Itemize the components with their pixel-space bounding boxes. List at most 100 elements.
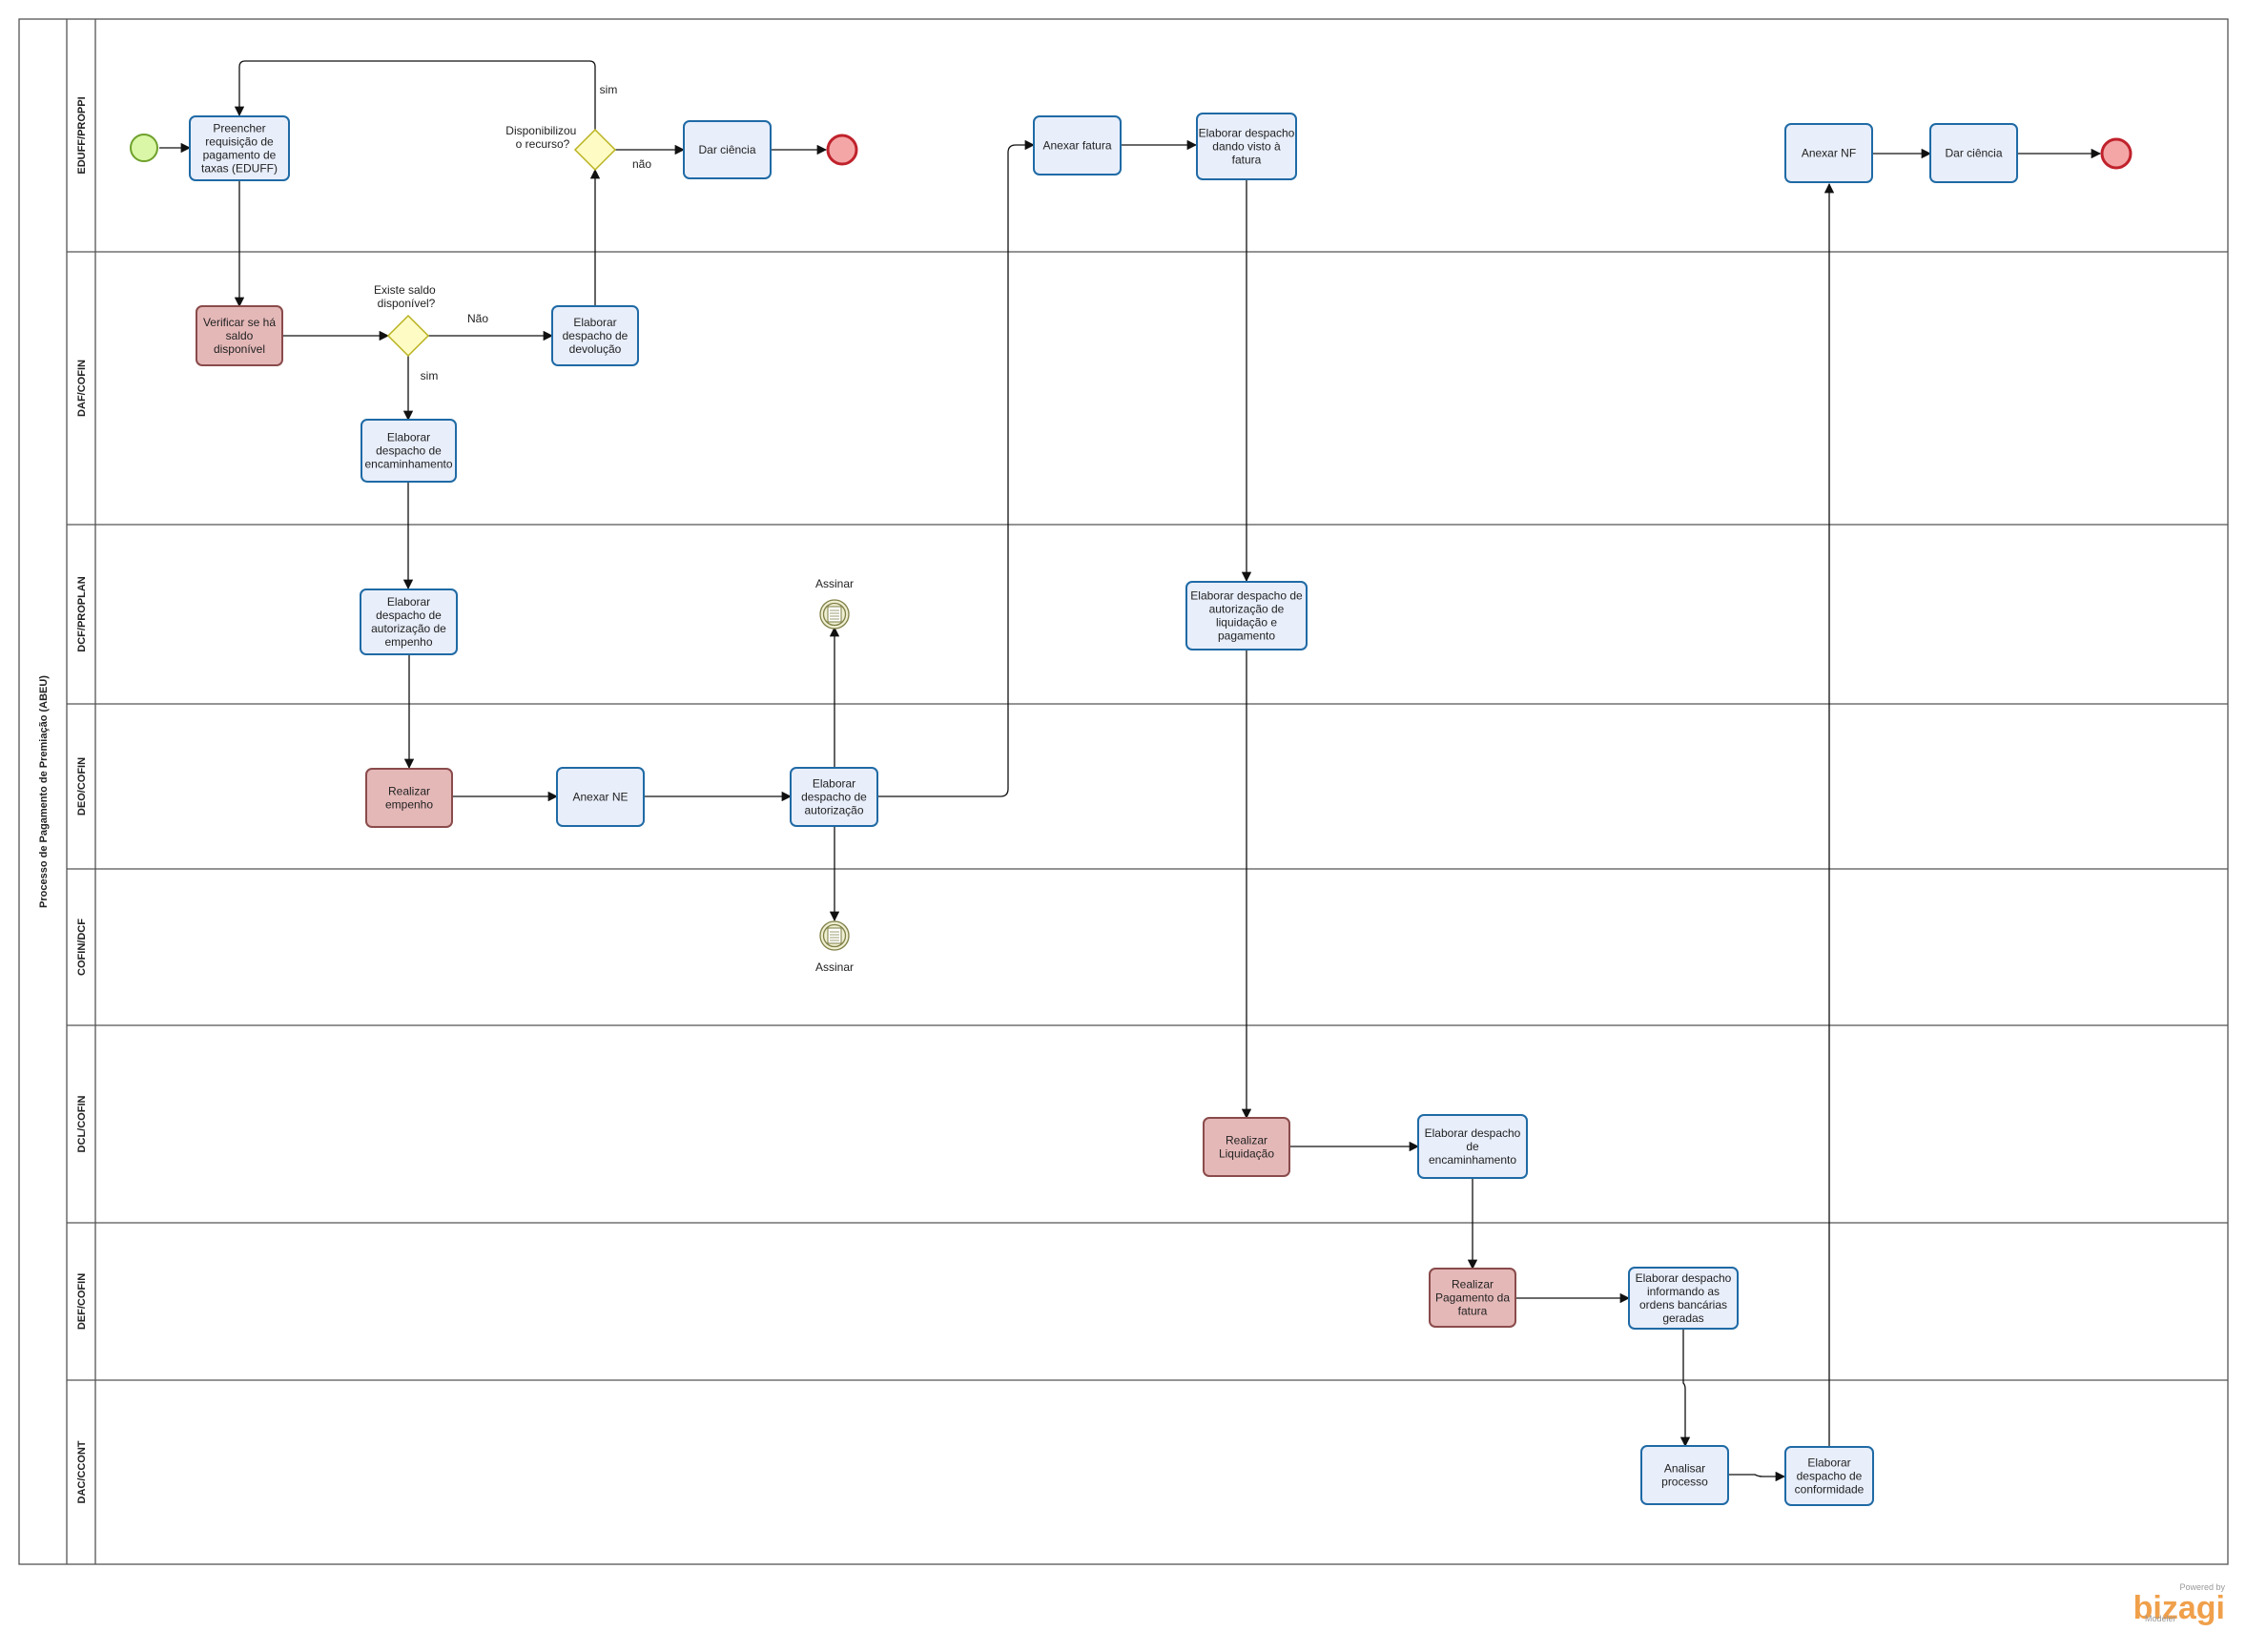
flow-labels: sim não Não sim: [421, 83, 652, 382]
task-label-line: fatura: [1232, 154, 1262, 167]
task-label-line: ordens bancárias: [1639, 1298, 1727, 1311]
task-label-line: empenho: [385, 798, 433, 812]
flow-analisar-to-conformidade: [1728, 1471, 1786, 1482]
task-label-line: geradas: [1662, 1311, 1703, 1325]
task-label-line: Elaborar despacho: [1425, 1126, 1521, 1140]
task-label-line: requisição de: [205, 135, 274, 149]
task-label-line: autorização: [804, 804, 863, 817]
task-box: [361, 419, 457, 483]
flow-label-nao-saldo: Não: [467, 312, 488, 325]
task-box: [196, 305, 283, 366]
intermediate-event-assinar-bottom[interactable]: [819, 920, 850, 951]
watermark-product: Modeler: [2145, 1614, 2176, 1623]
lane-title-deo: DEO/COFIN: [76, 757, 88, 816]
gateway-recurso[interactable]: [573, 128, 617, 172]
task-label-line: Elaborar: [387, 431, 430, 444]
task-label-line: encaminhamento: [364, 458, 452, 471]
intermediate-event-assinar-top[interactable]: [819, 599, 850, 630]
gateway-saldo-question-line-1: Existe saldo: [374, 283, 436, 297]
task-darciencia2[interactable]: Dar ciência: [1929, 123, 2018, 183]
task-label-line: pagamento de: [203, 149, 277, 162]
bizagi-watermark: Powered by bizagi Modeler: [2133, 1582, 2226, 1626]
task-label-line: taxas (EDUFF): [201, 162, 278, 176]
task-box: [1929, 123, 2018, 183]
end-event-2[interactable]: [2100, 137, 2133, 170]
task-darciencia1[interactable]: Dar ciência: [683, 120, 772, 179]
task-label-line: Elaborar despacho de: [1190, 589, 1303, 603]
task-box: [1784, 123, 1873, 183]
task-label-line: fatura: [1458, 1305, 1488, 1318]
message-icon-lines: [830, 931, 839, 941]
task-label: Dar ciência: [698, 143, 755, 156]
intermediate-event-inner-ring: [822, 602, 847, 627]
lane-title-dcl: DCL/COFIN: [76, 1096, 88, 1153]
task-box: [1203, 1117, 1290, 1177]
task-label-line: Anexar fatura: [1042, 139, 1111, 153]
task-label-line: Elaborar despacho: [1636, 1271, 1732, 1285]
task-label-line: conformidade: [1795, 1483, 1865, 1497]
task-label-line: Realizar: [1226, 1134, 1267, 1147]
task-label: Anexar fatura: [1042, 139, 1111, 153]
task-label-line: despacho de: [563, 329, 628, 342]
flow-label-nao-recurso: não: [632, 157, 651, 171]
task-label-line: processo: [1661, 1476, 1708, 1489]
task-label-line: dando visto à: [1212, 140, 1281, 154]
gateway-recurso-question-line-2: o recurso?: [516, 137, 570, 151]
task-anexar-ne[interactable]: Anexar NE: [556, 767, 645, 827]
gateway-saldo[interactable]: [386, 314, 430, 358]
task-label-line: devolução: [569, 342, 622, 356]
gateway-saldo-question: Existe saldo disponível?: [374, 283, 439, 310]
task-box: [790, 767, 878, 827]
task-label-line: Elaborar: [387, 595, 430, 609]
lane-title-cof: COFIN/DCF: [76, 919, 88, 976]
task-box: [1033, 115, 1122, 176]
task-label-line: Elaborar: [1807, 1456, 1850, 1470]
task-label-line: saldo: [226, 329, 254, 342]
task-label-line: Anexar NF: [1802, 147, 1856, 160]
task-label-line: Elaborar: [573, 316, 616, 329]
task-label-line: disponível: [214, 342, 265, 356]
task-label-line: pagamento: [1218, 630, 1275, 643]
end-event-1[interactable]: [826, 134, 858, 166]
message-icon-lines: [830, 609, 839, 620]
gateway-saldo-question-line-2: disponível?: [378, 297, 436, 310]
start-event[interactable]: [130, 134, 158, 162]
pool-title: Processo de Pagamento de Premiação (ABEU…: [38, 675, 50, 908]
sequence-flows: [159, 60, 2102, 1482]
task-label-line: autorização de: [1209, 603, 1285, 616]
lane-title-daf: DAF/COFIN: [76, 360, 88, 417]
task-anexar-fatura[interactable]: Anexar fatura: [1033, 115, 1122, 176]
events: Assinar Assinar: [130, 134, 2133, 974]
watermark-brand: bizagi: [2133, 1590, 2225, 1626]
task-label-line: despacho de: [801, 791, 867, 804]
task-label-line: Verificar se há: [203, 316, 276, 329]
task-anexar-nf[interactable]: Anexar NF: [1784, 123, 1873, 183]
